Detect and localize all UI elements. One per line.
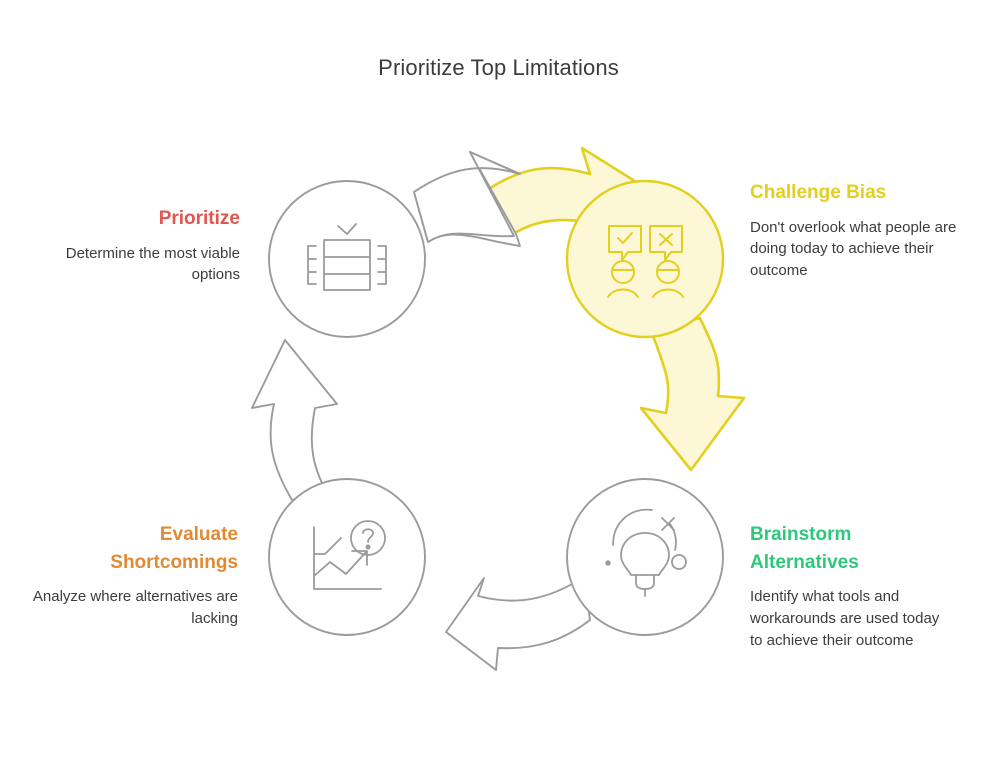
two-people-opinions-icon [607,225,684,298]
node-evaluate-shortcomings[interactable] [268,478,426,636]
arrow-evaluate-to-prioritize [251,339,338,501]
step-heading-brainstorm-alternatives: Brainstorm Alternatives [750,524,859,573]
arrow-prioritize-to-challenge [413,151,521,247]
arrow-brainstorm-to-evaluate [445,576,591,671]
node-prioritize[interactable] [268,180,426,338]
step-body-challenge-bias: Don't overlook what people are doing tod… [750,218,957,280]
step-label-challenge-bias: Challenge Bias Don't overlook what peopl… [750,179,965,282]
step-body-evaluate-shortcomings: Analyze where alternatives are lacking [32,588,238,627]
step-heading-evaluate-shortcomings: Evaluate Shortcomings [110,524,238,573]
node-brainstorm-alternatives[interactable] [566,478,724,636]
chart-question-icon [313,520,386,590]
step-heading-prioritize: Prioritize [158,208,240,229]
step-body-prioritize: Determine the most viable options [65,244,240,284]
node-challenge-bias[interactable] [565,179,725,339]
step-label-prioritize: Prioritize Determine the most viable opt… [20,205,240,286]
step-body-brainstorm-alternatives: Identify what tools and workarounds are … [750,588,940,649]
step-heading-challenge-bias: Challenge Bias [750,182,887,203]
step-label-brainstorm-alternatives: Brainstorm Alternatives Identify what to… [750,521,955,651]
lightbulb-idea-icon [605,508,687,597]
step-label-evaluate-shortcomings: Evaluate Shortcomings Analyze where alte… [28,521,238,630]
prioritization-table-icon [307,223,387,291]
page-title: Prioritize Top Limitations [378,55,619,80]
arrow-challenge-to-brainstorm [639,316,746,472]
